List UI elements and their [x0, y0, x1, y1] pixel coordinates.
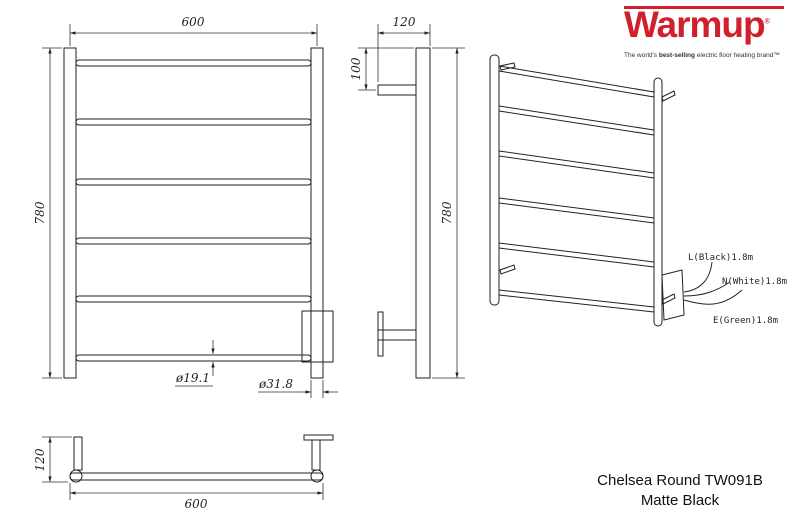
wire-earth-label: E(Green)1.8m: [713, 316, 778, 326]
height-dimension: 780: [33, 201, 47, 224]
bracket-offset-dimension: 100: [349, 57, 363, 80]
rail-diameter-dimension: ø19.1: [175, 371, 210, 385]
front-view: 600 780 ø19.1 ø31.8: [33, 15, 338, 398]
side-view: 120 100 780: [349, 15, 465, 379]
product-name: Chelsea Round TW091B: [597, 472, 763, 489]
brand-tagline: The world's best-selling electric floor …: [624, 52, 780, 59]
width-dimension: 600: [182, 15, 205, 29]
top-view: 120 600: [33, 434, 334, 511]
top-depth-dimension: 120: [33, 448, 47, 471]
perspective-view: L(Black)1.8m N(White)1.8m E(Green)1.8m: [489, 54, 787, 327]
depth-dimension: 120: [393, 15, 416, 29]
wire-neutral-label: N(White)1.8m: [722, 277, 787, 287]
control-box: [301, 310, 334, 363]
product-finish: Matte Black: [640, 492, 720, 509]
post-diameter-dimension: ø31.8: [258, 377, 293, 391]
side-height-dimension: 780: [440, 201, 454, 224]
top-width-dimension: 600: [185, 497, 208, 511]
wire-live-label: L(Black)1.8m: [688, 253, 753, 263]
logo-bar: [624, 6, 784, 9]
rails: [75, 59, 312, 362]
brand-logo: Warmup®: [624, 4, 770, 45]
